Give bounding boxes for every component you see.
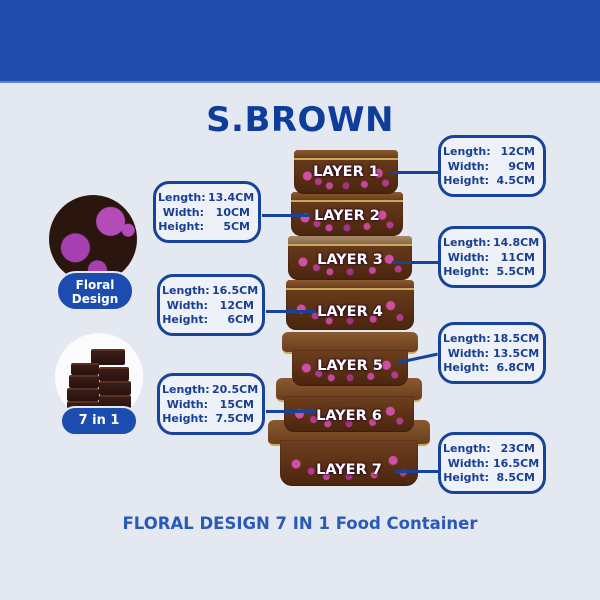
container-set-icon (55, 333, 143, 421)
layer-4-width: 12CM (219, 298, 254, 312)
layer-1-height: 4.5CM (496, 174, 535, 187)
layer-1-spec-box: Length:12CM Width:9CM Height:4.5CM (438, 135, 546, 197)
layer-7-container: LAYER 7 (280, 440, 418, 486)
layer-6-length: 20.5CM (212, 383, 259, 396)
layer-4-label: LAYER 4 (317, 304, 383, 320)
layer-4-connector (266, 310, 316, 313)
layer-7-label: LAYER 7 (316, 462, 382, 478)
layer-1-length: 12CM (500, 145, 535, 158)
layer-5-length: 18.5CM (493, 332, 540, 345)
layer-1-label: LAYER 1 (313, 164, 379, 180)
layer-4-container: LAYER 4 (286, 280, 414, 330)
layer-5-container: LAYER 5 (292, 350, 408, 386)
layer-2-connector (262, 214, 310, 217)
layer-5-spec-box: Length:18.5CM Width:13.5CM Height:6.8CM (438, 322, 546, 384)
layer-7-height: 8.5CM (496, 471, 535, 484)
layer-3-label: LAYER 3 (317, 252, 383, 268)
floral-design-badge: Floral Design (56, 271, 134, 311)
layer-3-width: 11CM (500, 250, 535, 264)
layer-3-spec-box: Length:14.8CM Width:11CM Height:5.5CM (438, 226, 546, 288)
layer-3-connector (392, 261, 438, 264)
layer-6-container: LAYER 6 (284, 396, 414, 432)
layer-7-length: 23CM (500, 442, 535, 455)
layer-2-spec-box: Length:13.4CM Width:10CM Height:5CM (153, 181, 261, 243)
layer-6-spec-box: Length:20.5CM Width:15CM Height:7.5CM (157, 373, 265, 435)
layer-3-container: LAYER 3 (288, 236, 412, 280)
layer-1-width: 9CM (508, 159, 535, 173)
header-band (0, 0, 600, 83)
layer-2-width: 10CM (215, 205, 250, 219)
layer-7-connector (395, 470, 438, 473)
product-title: FLORAL DESIGN 7 IN 1 Food Container (122, 514, 478, 533)
brand-title: S.BROWN (206, 100, 394, 140)
layer-1-container: LAYER 1 (294, 150, 398, 194)
layer-2-length: 13.4CM (208, 191, 255, 204)
layer-5-height: 6.8CM (496, 361, 535, 374)
layer-3-length: 14.8CM (493, 236, 540, 249)
layer-4-length: 16.5CM (212, 284, 259, 297)
layer-7-spec-box: Length:23CM Width:16.5CM Height:8.5CM (438, 432, 546, 494)
layer-6-connector (266, 410, 316, 413)
floral-pattern-icon (49, 195, 137, 283)
layer-7-width: 16.5CM (493, 456, 540, 470)
seven-in-one-badge: 7 in 1 (60, 406, 138, 436)
layer-3-height: 5.5CM (496, 265, 535, 278)
layer-1-connector (390, 171, 438, 174)
layer-6-width: 15CM (219, 397, 254, 411)
layer-4-spec-box: Length:16.5CM Width:12CM Height:6CM (157, 274, 265, 336)
floral-badge-line1: Floral (75, 278, 115, 292)
layer-6-height: 7.5CM (215, 412, 254, 425)
layer-2-height: 5CM (223, 220, 250, 233)
layer-5-width: 13.5CM (493, 346, 540, 360)
layer-6-label: LAYER 6 (316, 408, 382, 424)
layer-4-height: 6CM (227, 313, 254, 326)
floral-badge-line2: Design (71, 292, 119, 306)
layer-2-label: LAYER 2 (314, 208, 380, 224)
layer-5-label: LAYER 5 (317, 358, 383, 374)
